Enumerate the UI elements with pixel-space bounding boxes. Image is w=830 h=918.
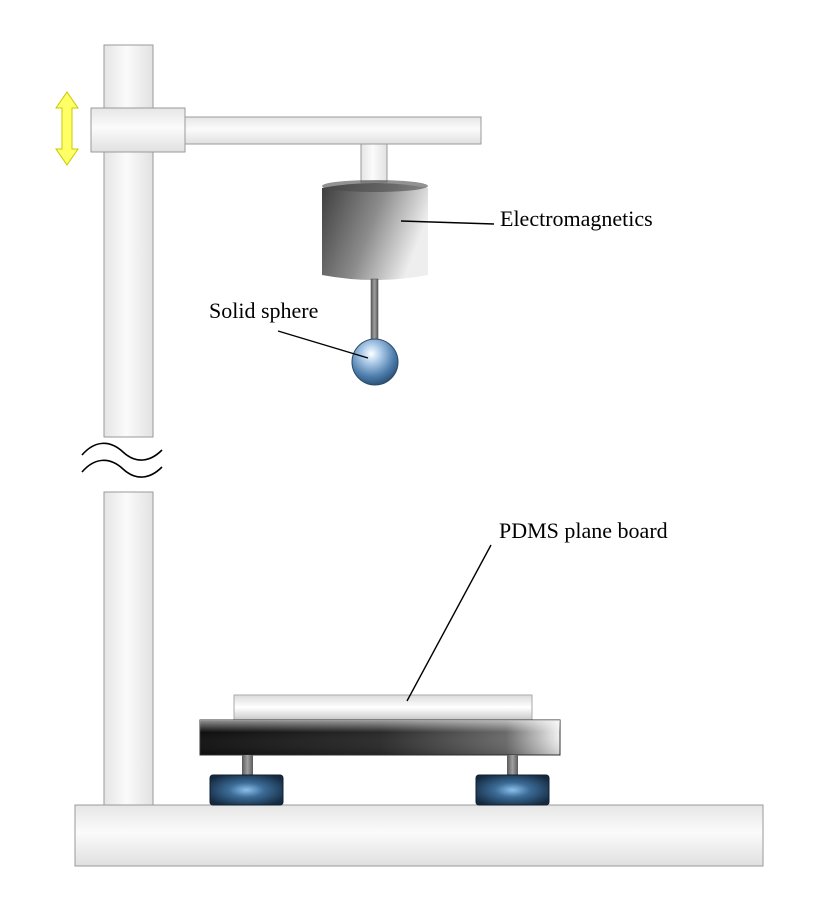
- sphere-leader-line: [277, 330, 369, 359]
- electromagnet: [322, 180, 428, 280]
- right-foot-stem: [507, 755, 518, 775]
- suspension-rod: [370, 278, 379, 345]
- vertical-post-lower: [103, 491, 154, 806]
- vertical-post-upper: [103, 44, 154, 438]
- board-label: PDMS plane board: [499, 518, 668, 543]
- electromagnet-label: Electromagnetics: [500, 206, 653, 231]
- electromagnet-leader-line: [400, 220, 495, 225]
- base-plate: [74, 804, 764, 867]
- board-leader-line: [406, 544, 492, 702]
- support-platform: [199, 719, 561, 756]
- pdms-board: [233, 694, 533, 721]
- up-down-arrow-icon: [55, 91, 79, 166]
- horizontal-arm: [184, 116, 482, 145]
- sphere-label: Solid sphere: [209, 298, 318, 323]
- magnet-hanger: [360, 143, 388, 183]
- left-foot-stem: [242, 755, 253, 775]
- break-symbol: [81, 442, 163, 478]
- right-foot: [475, 774, 550, 806]
- left-foot: [209, 774, 284, 806]
- clamp-collar: [90, 107, 186, 153]
- solid-sphere: [351, 338, 399, 386]
